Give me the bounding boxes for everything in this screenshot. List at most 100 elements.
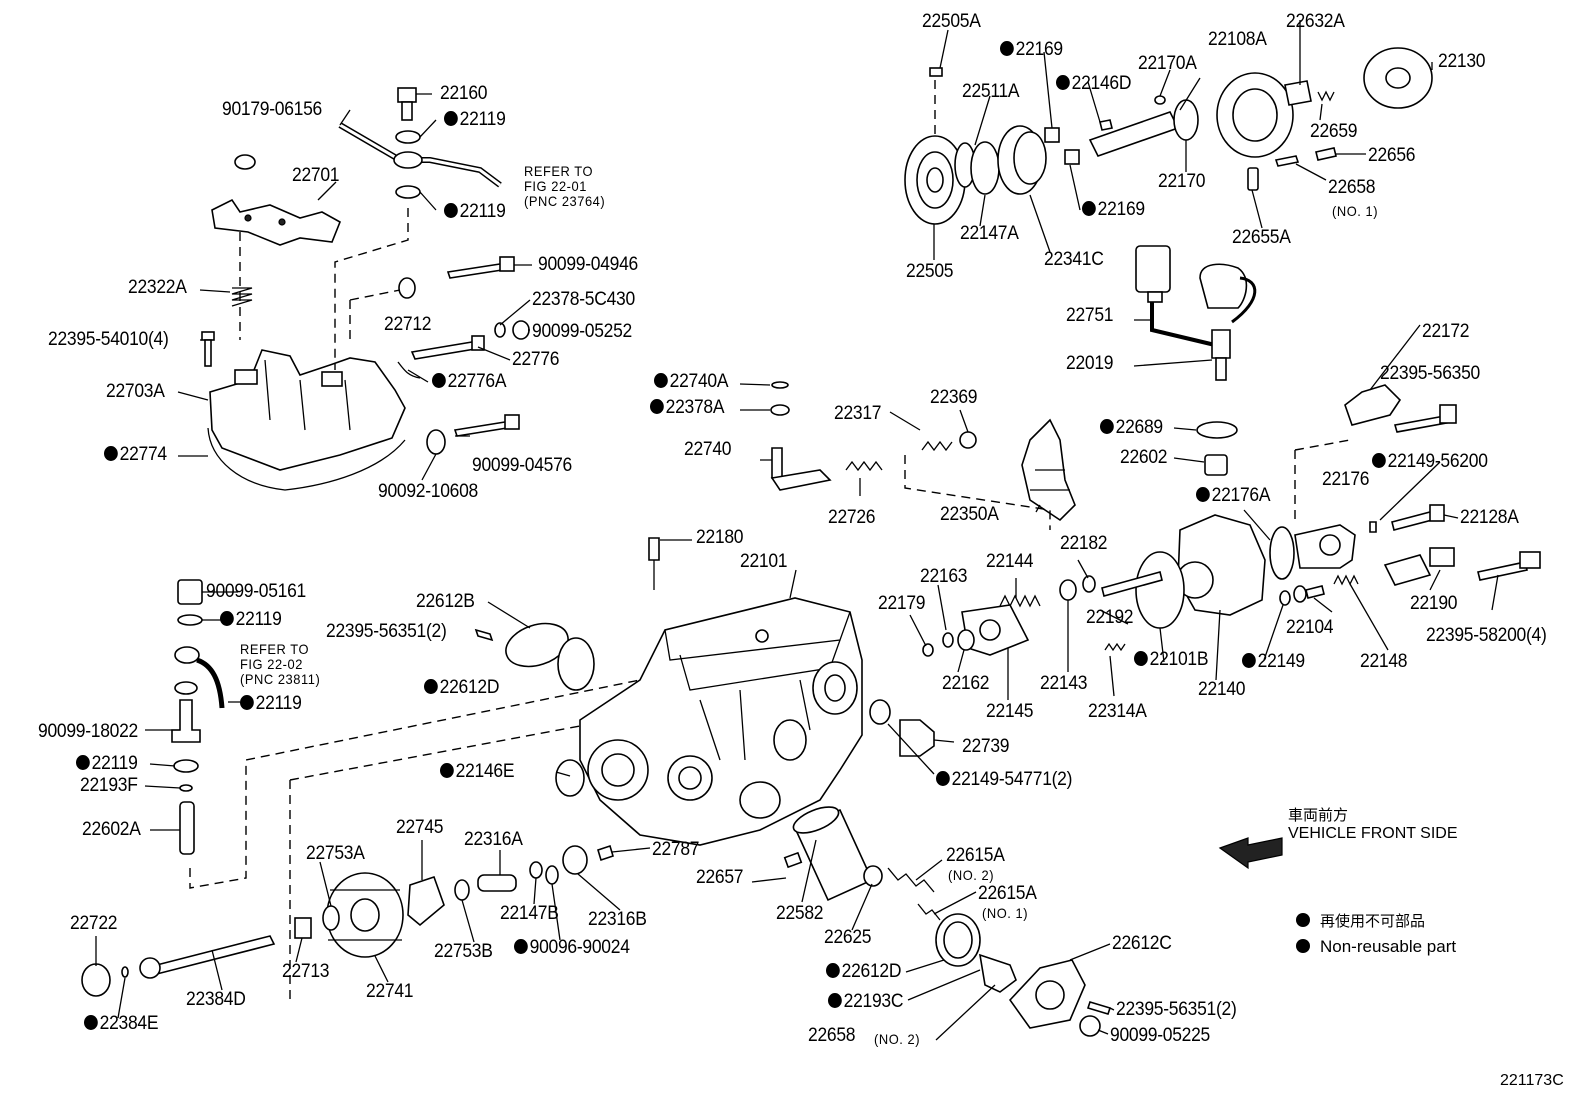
part-label: 22658 xyxy=(1328,178,1376,198)
direction-jp: 車両前方 xyxy=(1288,806,1349,824)
part-number: 22144 xyxy=(986,551,1034,572)
figure-code: 221173C xyxy=(1500,1072,1564,1089)
part-number: 22119 xyxy=(255,693,302,714)
part-number: 22612B xyxy=(416,591,475,612)
lower-left-parts xyxy=(81,844,614,997)
part-label: 22395-58200(4) xyxy=(1426,626,1547,646)
part-number: 22119 xyxy=(235,609,282,630)
part-label: 22169 xyxy=(1000,40,1063,60)
part-number: 22612C xyxy=(1112,933,1172,954)
part-number: 22751 xyxy=(1066,305,1114,326)
part-label: 22602A xyxy=(82,820,141,840)
part-label: 22143 xyxy=(1040,673,1088,694)
non-reusable-dot-icon xyxy=(1100,419,1114,434)
part-label: 22612D xyxy=(826,962,901,982)
fuel-inlet-group xyxy=(171,579,721,1000)
part-label: 22146D xyxy=(1056,74,1131,94)
refer-note-line: (PNC 23811) xyxy=(240,671,321,687)
part-label: 22505 xyxy=(906,262,954,282)
part-number: 22314A xyxy=(1088,701,1147,722)
part-label: 22602 xyxy=(1120,448,1168,468)
part-number: 90099-04576 xyxy=(472,455,573,476)
part-number: 22190 xyxy=(1410,593,1458,614)
part-number: 22739 xyxy=(962,736,1010,757)
part-label: 22119 xyxy=(444,202,506,222)
part-number: 22712 xyxy=(384,314,432,335)
part-label: 90099-04946 xyxy=(538,255,638,275)
non-reusable-dot-icon xyxy=(1000,41,1014,56)
part-number: 22632A xyxy=(1286,11,1345,32)
part-label: 90092-10608 xyxy=(378,482,478,502)
part-label: 22119 xyxy=(220,610,282,630)
part-number: 22384E xyxy=(99,1013,159,1034)
part-label: 22147A xyxy=(960,224,1019,244)
part-label: 22160 xyxy=(440,84,488,104)
part-number: 22104 xyxy=(1286,617,1334,638)
non-reusable-dot-icon xyxy=(654,373,668,388)
part-label: 22659 xyxy=(1310,122,1358,142)
part-label: 22726 xyxy=(828,508,876,528)
part-number: 22350A xyxy=(940,504,999,525)
part-number: 90099-04946 xyxy=(538,254,639,275)
part-number: 90099-18022 xyxy=(38,721,139,742)
non-reusable-dot-icon xyxy=(1372,453,1386,468)
part-number: 22317 xyxy=(834,403,882,424)
part-label: 22192 xyxy=(1086,607,1134,628)
part-number: 22128A xyxy=(1460,507,1519,528)
part-number: 22193F xyxy=(80,775,138,796)
legend: 再使用不可部品 Non-reusable part xyxy=(1296,910,1456,957)
part-label: 22625 xyxy=(824,927,872,948)
part-number: 22701 xyxy=(292,165,340,186)
part-number: 22505A xyxy=(922,11,981,32)
part-label: 22119 xyxy=(444,110,506,130)
part-label: 22101B xyxy=(1134,650,1209,670)
part-label: 22316B xyxy=(588,910,647,930)
part-number: 22625 xyxy=(824,927,872,948)
part-label: 22378A xyxy=(650,398,725,418)
part-number: 22745 xyxy=(396,817,444,838)
non-reusable-dot-icon xyxy=(444,203,458,218)
part-number: 22657 xyxy=(696,867,744,888)
drive-group xyxy=(904,47,1433,381)
refer-note-line: FIG 22-02 xyxy=(240,656,303,672)
leader-lines xyxy=(95,20,1499,1041)
part-label: 22722 xyxy=(70,914,118,934)
part-number: 22176A xyxy=(1211,485,1271,506)
part-label: 22182 xyxy=(1060,534,1108,554)
part-label: 22632A xyxy=(1286,12,1345,32)
non-reusable-dot-icon xyxy=(240,695,254,710)
part-label: 22146E xyxy=(440,762,515,782)
part-label: 22753A xyxy=(306,844,365,864)
part-label: 22180 xyxy=(696,527,744,548)
part-number: 22511A xyxy=(962,81,1020,102)
part-number: 22776A xyxy=(447,371,507,392)
part-label: 22751 xyxy=(1066,305,1114,326)
part-label: 22787 xyxy=(652,840,700,860)
non-reusable-dot-icon xyxy=(1242,653,1256,668)
part-label: 22019 xyxy=(1066,354,1114,374)
part-number: 22369 xyxy=(930,387,978,408)
part-number: 22143 xyxy=(1040,673,1088,694)
part-number: 22145 xyxy=(986,701,1034,722)
part-label: 22658 xyxy=(808,1026,856,1046)
part-number: 22395-58200(4) xyxy=(1426,625,1547,646)
part-label: 22350A xyxy=(940,505,999,525)
part-number: 22192 xyxy=(1086,607,1134,628)
part-number: 22316A xyxy=(464,829,523,850)
part-label: 22322A xyxy=(128,278,187,298)
non-reusable-dot-icon xyxy=(1196,487,1210,502)
part-label: 22119 xyxy=(240,694,302,714)
non-reusable-dot-icon xyxy=(440,763,454,778)
part-label: 90179-06156 xyxy=(222,100,322,120)
part-label: 90099-05252 xyxy=(532,322,632,342)
legend-dot-icon xyxy=(1296,939,1310,953)
part-number: 90099-05161 xyxy=(206,581,307,602)
part-label: 22316A xyxy=(464,830,523,850)
part-label: 22140 xyxy=(1198,680,1246,700)
part-label: 22384E xyxy=(84,1013,159,1034)
part-number: 90179-06156 xyxy=(222,99,323,120)
part-number: 22147B xyxy=(500,903,559,924)
non-reusable-dot-icon xyxy=(1082,201,1096,216)
part-number: 22180 xyxy=(696,527,744,548)
